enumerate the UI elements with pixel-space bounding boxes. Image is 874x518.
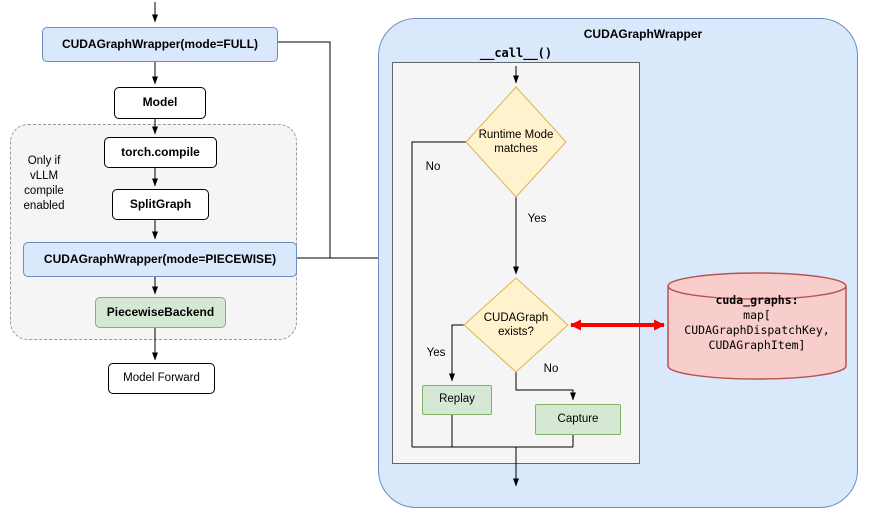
- node-model-forward: Model Forward: [108, 363, 215, 394]
- node-replay: Replay: [422, 385, 492, 415]
- store-title: cuda_graphs:: [715, 293, 799, 307]
- panel-title: CUDAGraphWrapper: [583, 27, 703, 41]
- store-line-3: CUDAGraphItem]: [708, 338, 806, 352]
- edge-label-no-runtime: No: [425, 161, 441, 173]
- cuda-graphs-store-label: cuda_graphs: map[ CUDAGraphDispatchKey, …: [672, 293, 842, 353]
- node-capture: Capture: [535, 404, 621, 435]
- node-model: Model: [114, 87, 206, 119]
- vllm-compile-note: Only if vLLM compile enabled: [23, 155, 65, 212]
- edge-label-no-exists: No: [543, 363, 559, 375]
- store-line-1: map[: [743, 308, 771, 322]
- node-cudagraphwrapper-full: CUDAGraphWrapper(mode=FULL): [42, 27, 278, 62]
- node-piecewisebackend: PiecewiseBackend: [95, 297, 226, 328]
- edge-label-yes-runtime: Yes: [527, 213, 547, 225]
- node-torch-compile: torch.compile: [104, 137, 217, 168]
- diamond-cudagraph-exists-label: CUDAGraph exists?: [483, 311, 549, 338]
- call-method-label: __call__(): [479, 46, 553, 60]
- node-splitgraph: SplitGraph: [112, 189, 209, 220]
- diamond-runtime-mode-label: Runtime Mode matches: [478, 128, 554, 155]
- node-cudagraphwrapper-piecewise: CUDAGraphWrapper(mode=PIECEWISE): [23, 242, 297, 277]
- edge-label-yes-exists: Yes: [426, 347, 446, 359]
- store-line-2: CUDAGraphDispatchKey,: [684, 323, 830, 337]
